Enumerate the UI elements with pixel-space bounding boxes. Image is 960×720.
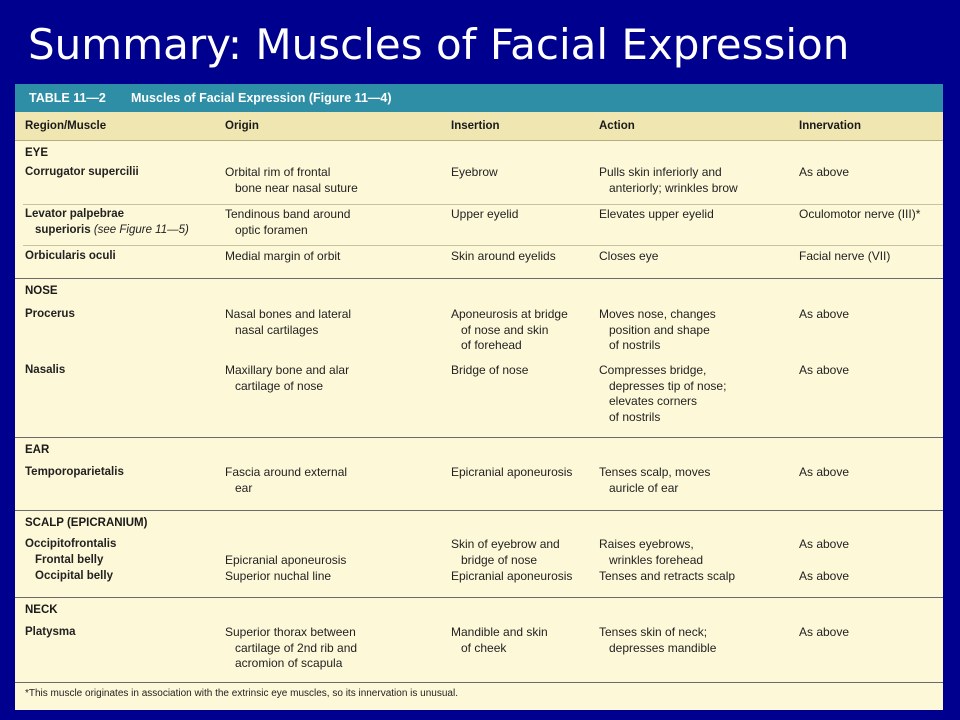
innervation-cell: As above xyxy=(799,625,850,639)
sub-muscle-frontal: Frontal belly xyxy=(35,553,104,566)
origin-cell: Nasal bones and lateral nasal cartilages xyxy=(225,307,352,337)
muscle-name: Nasalis xyxy=(25,364,66,376)
origin-cell: Medial margin of orbit xyxy=(225,249,341,263)
section-nose: NOSE Procerus Nasal bones and lateral na… xyxy=(15,279,943,438)
insertion-cell: Skin around eyelids xyxy=(451,249,556,263)
innervation-cell: As above xyxy=(799,569,850,583)
action-cell: Compresses bridge, depresses tip of nose… xyxy=(599,363,727,424)
table-number: TABLE 11—2 xyxy=(29,91,106,105)
slide-title: Summary: Muscles of Facial Expression xyxy=(28,20,850,69)
muscle-name: Corrugator supercilii xyxy=(25,166,139,178)
insertion-cell: Upper eyelid xyxy=(451,207,519,221)
action-cell: Pulls skin inferiorly and anteriorly; wr… xyxy=(599,165,738,195)
innervation-cell: Facial nerve (VII) xyxy=(799,249,891,263)
insertion-cell: Eyebrow xyxy=(451,165,498,179)
innervation-cell: As above xyxy=(799,165,850,179)
col-header-action: Action xyxy=(599,120,635,132)
origin-cell: Superior nuchal line xyxy=(225,569,332,583)
table-footnote: *This muscle originates in association w… xyxy=(25,688,458,699)
origin-cell: Superior thorax between cartilage of 2nd… xyxy=(225,625,358,670)
action-cell: Tenses skin of neck; depresses mandible xyxy=(599,625,717,655)
figure-reference: (see Figure 11—5) xyxy=(93,223,189,236)
origin-cell: Maxillary bone and alar cartilage of nos… xyxy=(225,363,350,393)
row-divider xyxy=(23,204,943,205)
insertion-cell: Mandible and skin of cheek xyxy=(451,625,548,655)
insertion-cell: Bridge of nose xyxy=(451,363,529,377)
muscle-name: Levator palpebrae superioris (see Figure… xyxy=(25,208,189,236)
col-header-region: Region/Muscle xyxy=(25,120,107,132)
section-eye: EYE Corrugator supercilii Orbital rim of… xyxy=(15,141,943,279)
table-header-bar: TABLE 11—2 Muscles of Facial Expression … xyxy=(15,84,943,112)
insertion-cell: Epicranial aponeurosis xyxy=(451,465,573,479)
origin-cell: Epicranial aponeurosis xyxy=(225,552,347,567)
col-header-insertion: Insertion xyxy=(451,120,500,132)
insertion-cell: Skin of eyebrow and bridge of nose xyxy=(451,537,560,567)
innervation-cell: Oculomotor nerve (III)* xyxy=(799,207,921,221)
muscle-name: Orbicularis oculi xyxy=(25,250,116,262)
insertion-cell: Aponeurosis at bridge of nose and skin o… xyxy=(451,307,568,352)
section-label: EAR xyxy=(25,444,50,456)
row-divider xyxy=(23,245,943,246)
section-ear: EAR Temporoparietalis Fascia around exte… xyxy=(15,438,943,511)
innervation-cell: As above xyxy=(799,307,850,321)
origin-cell: Orbital rim of frontal bone near nasal s… xyxy=(225,165,358,195)
section-label: NECK xyxy=(25,604,58,616)
muscle-name: Occipitofrontalis Frontal belly xyxy=(25,537,225,568)
action-cell: Elevates upper eyelid xyxy=(599,207,714,221)
sub-muscle-occipital: Occipital belly xyxy=(35,570,113,582)
action-cell: Closes eye xyxy=(599,249,659,263)
action-cell: Raises eyebrows, wrinkles forehead xyxy=(599,537,704,567)
origin-cell: Fascia around external ear xyxy=(225,465,348,495)
section-label: SCALP (EPICRANIUM) xyxy=(25,517,148,529)
section-neck: NECK Platysma Superior thorax between ca… xyxy=(15,598,943,683)
muscle-name: Temporoparietalis xyxy=(25,466,124,478)
section-label: EYE xyxy=(25,147,49,159)
action-cell: Moves nose, changes position and shape o… xyxy=(599,307,716,352)
insertion-cell: Epicranial aponeurosis xyxy=(451,569,573,583)
column-headers: Region/Muscle Origin Insertion Action In… xyxy=(15,112,943,141)
section-scalp: SCALP (EPICRANIUM) Occipitofrontalis Fro… xyxy=(15,511,943,598)
action-cell: Tenses and retracts scalp xyxy=(599,569,736,583)
muscle-name: Occipital belly xyxy=(25,569,225,585)
innervation-cell: As above xyxy=(799,537,850,551)
innervation-cell: As above xyxy=(799,465,850,479)
col-header-innervation: Innervation xyxy=(799,120,861,132)
muscle-table: TABLE 11—2 Muscles of Facial Expression … xyxy=(15,84,943,710)
muscle-name: Platysma xyxy=(25,626,76,638)
origin-cell: Tendinous band around optic foramen xyxy=(225,207,351,237)
section-label: NOSE xyxy=(25,285,58,297)
action-cell: Tenses scalp, moves auricle of ear xyxy=(599,465,711,495)
innervation-cell: As above xyxy=(799,363,850,377)
col-header-origin: Origin xyxy=(225,120,259,132)
table-title: Muscles of Facial Expression (Figure 11—… xyxy=(131,91,392,105)
muscle-name: Procerus xyxy=(25,308,75,320)
